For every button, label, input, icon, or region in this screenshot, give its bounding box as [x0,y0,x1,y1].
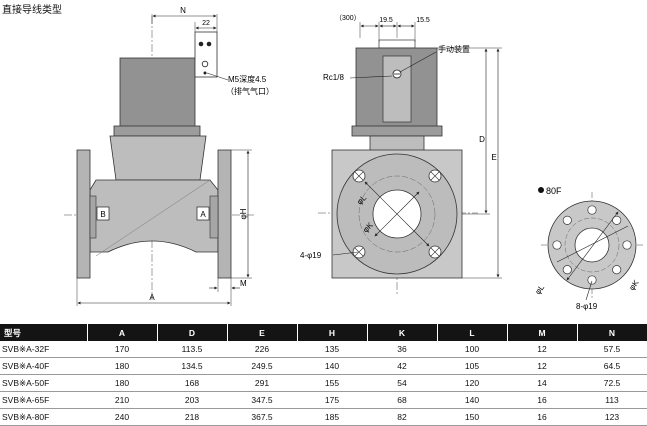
header-k: K [367,324,438,341]
dim-m-label: M [240,279,247,288]
cell-model: SVB※A-80F [0,408,87,426]
valve-body [89,179,219,253]
coil-cover [119,57,196,129]
dim-n-label: N [180,6,186,15]
cell: 367.5 [227,408,297,426]
header-n: N [577,324,647,341]
cell: 57.5 [577,341,647,358]
rc-port-label: Rc1/8 [323,73,344,82]
side-view: B A N 22 M5深度4.5 （排气气口） φH M A [64,6,274,306]
cell: 135 [297,341,367,358]
cell-model: SVB※A-32F [0,341,87,358]
dim-19-5-label: 19.5 [379,17,393,24]
cell: 155 [297,374,367,392]
front-view: φL φK 4-φ19 （300） 19.5 15.5 手动装置 Rc1/8 D… [300,14,502,295]
cell: 105 [437,357,507,375]
header-l: L [437,324,508,341]
terminal-box [194,31,218,78]
cell: 170 [87,341,157,358]
cell: 226 [227,341,297,358]
page-title: 直接导线类型 [2,5,62,16]
bullet-icon [538,187,544,193]
dim-22-label: 22 [202,20,210,27]
cell: 150 [437,408,507,426]
table-row: SVB※A-32F 170 113.5 226 135 36 100 12 57… [0,341,647,358]
flange-80f-holes-label: 8-φ19 [576,302,598,311]
port-a-label: A [200,210,206,219]
cell: 16 [507,408,577,426]
cell: 123 [577,408,647,426]
header-model: 型号 [0,324,88,341]
cell: 203 [157,391,227,409]
cell: 140 [297,357,367,375]
dim-15-5-label: 15.5 [416,17,430,24]
port-b-label: B [100,210,105,219]
cell: 14 [507,374,577,392]
dim-d-label: D [479,135,485,144]
port-b-marker [96,206,110,221]
cell: 100 [437,341,507,358]
right-flange [217,149,232,279]
cell: 36 [367,341,437,358]
exhaust-port-note: （排气气口） [226,86,274,96]
flange-80f-title: 80F [546,186,562,196]
cell-model: SVB※A-50F [0,374,87,392]
header-a: A [87,324,158,341]
port-a-marker [196,206,210,221]
dim-300-label: （300） [335,14,361,22]
cell: 82 [367,408,437,426]
cell: 113.5 [157,341,227,358]
header-h: H [297,324,368,341]
cell: 16 [507,391,577,409]
left-flange [76,149,91,279]
cell: 134.5 [157,357,227,375]
cell: 210 [87,391,157,409]
header-e: E [227,324,298,341]
cell: 12 [507,357,577,375]
cell: 54 [367,374,437,392]
cell: 68 [367,391,437,409]
exhaust-port-callout: M5深度4.5 [228,74,267,84]
cell: 42 [367,357,437,375]
dim-a-label: A [149,293,155,302]
cell: 175 [297,391,367,409]
front-bolt-holes [352,169,442,259]
front-holes-label: 4-φ19 [300,251,322,260]
cell: 113 [577,391,647,409]
cell: 140 [437,391,507,409]
cell: 12 [507,341,577,358]
flange-80f-dim-phi-l: φL [533,283,546,297]
cell: 168 [157,374,227,392]
dim-phi-h-label: φH [239,208,248,219]
dimension-drawing: B A N 22 M5深度4.5 （排气气口） φH M A [64,6,644,311]
flange-80f-detail: 80F φL φK 8-φ19 [533,186,644,311]
table-row: SVB※A-80F 240 218 367.5 185 82 150 16 12… [0,408,647,426]
cell: 180 [87,357,157,375]
cell-model: SVB※A-65F [0,391,87,409]
header-d: D [157,324,228,341]
cell-model: SVB※A-40F [0,357,87,375]
flange-80f-dim-phi-k: φK [627,278,641,292]
cell: 120 [437,374,507,392]
cell: 347.5 [227,391,297,409]
table-header-row: 型号 A D E H K L M N [0,324,647,341]
cell: 72.5 [577,374,647,392]
table-row: SVB※A-65F 210 203 347.5 175 68 140 16 11… [0,391,647,409]
cell: 64.5 [577,357,647,375]
spec-table: 型号 A D E H K L M N SVB※A-32F 170 113.5 2… [0,324,647,426]
cell: 249.5 [227,357,297,375]
dim-e-label: E [491,153,496,162]
cell: 180 [87,374,157,392]
table-row: SVB※A-40F 180 134.5 249.5 140 42 105 12 … [0,357,647,375]
cell: 218 [157,408,227,426]
table-row: SVB※A-50F 180 168 291 155 54 120 14 72.5 [0,374,647,392]
cell: 291 [227,374,297,392]
header-m: M [507,324,578,341]
cell: 185 [297,408,367,426]
cell: 240 [87,408,157,426]
manual-device-label: 手动装置 [438,44,470,54]
